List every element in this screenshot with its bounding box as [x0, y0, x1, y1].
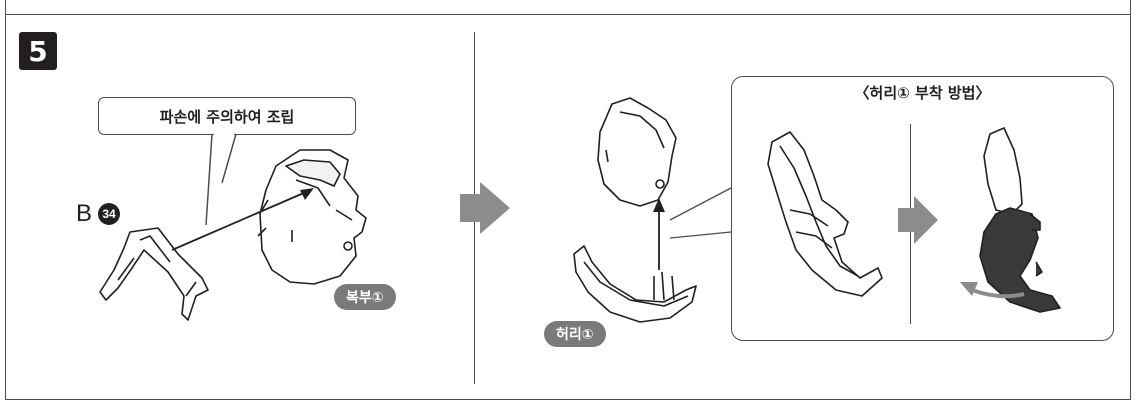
runner-reference: B 34 — [76, 200, 121, 228]
abdomen-part-illustration — [257, 149, 367, 285]
detail-flow-arrow — [898, 196, 938, 244]
frame-top-edge — [5, 0, 1131, 14]
step-number-badge: 5 — [19, 32, 57, 70]
assembly-arrow — [171, 188, 314, 251]
caution-callout: 파손에 주의하여 조립 — [98, 97, 356, 135]
callout-tail — [205, 132, 237, 226]
step-flow-arrow — [460, 182, 510, 234]
torso-upper-illustration — [597, 97, 677, 207]
abdomen-part-label: 복부① — [334, 284, 396, 310]
runner-part-number: 34 — [98, 203, 121, 225]
detail-panel-title: 〈허리① 부착 방법〉 — [854, 84, 991, 102]
runner-letter: B — [76, 200, 93, 227]
instruction-frame — [5, 14, 1131, 400]
waist-part-illustration — [573, 245, 697, 323]
detail-after-illustration — [979, 127, 1061, 313]
detail-before-illustration — [767, 131, 883, 297]
waist-part-label: 허리① — [544, 321, 606, 347]
zoom-callout-lines — [669, 187, 732, 239]
b34-part-illustration — [99, 227, 209, 321]
rotation-arrow — [960, 282, 1025, 299]
insertion-arrow — [653, 198, 665, 270]
